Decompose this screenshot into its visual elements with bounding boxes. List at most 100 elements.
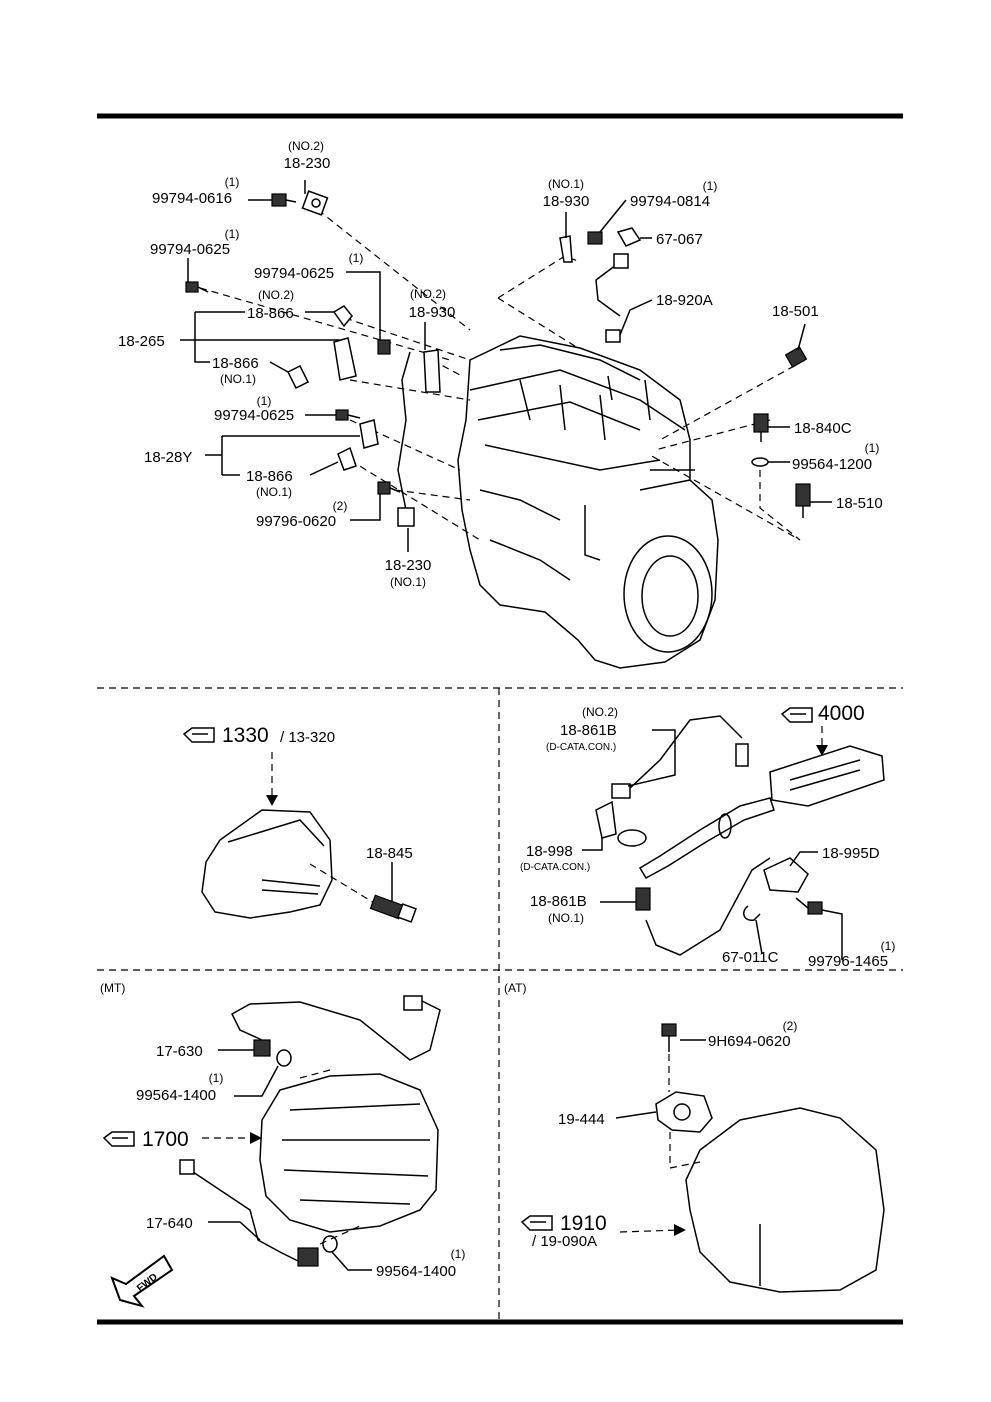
engine-block — [457, 335, 719, 669]
switch-19-444 — [655, 1091, 713, 1133]
engine-solid-leaders — [180, 180, 832, 552]
pointing-hand-icon — [780, 707, 813, 723]
bracket-18-866-no2 — [332, 305, 353, 328]
o2-sensor-no1 — [635, 857, 771, 956]
label-99564-1200: 99564-1200 — [792, 456, 872, 473]
label-18-265: 18-265 — [118, 333, 165, 350]
pointing-hand-icon — [520, 1215, 553, 1231]
label-99796-1465: 99796-1465 — [808, 953, 888, 970]
label-18-930-no1-sub: (NO.1) — [548, 177, 584, 191]
label-18-230-no2: 18-230 — [284, 155, 331, 172]
sensor-18-840C — [753, 413, 769, 442]
exhaust-section: 4000 (NO.2) 18-861B — [520, 702, 895, 970]
bolt-99794-0616 — [271, 193, 297, 207]
sensor-18-845 — [369, 894, 417, 923]
bracket-18-998 — [595, 800, 617, 839]
clip-67-067 — [616, 227, 642, 247]
label-18-866-no1b: 18-866 — [246, 468, 293, 485]
label-99564-1400-b: 99564-1400 — [376, 1263, 456, 1280]
o2-sensor-no2 — [611, 715, 749, 799]
washer-99564-1400-b — [322, 1235, 338, 1253]
pointing-hand-icon — [182, 727, 215, 743]
label-99796-0620: 99796-0620 — [256, 513, 336, 530]
label-18-510: 18-510 — [836, 495, 883, 512]
mt-section: (MT) 1700 17-630 (1) 99564-1400 — [100, 981, 465, 1308]
bolt-99796-0620 — [377, 481, 401, 495]
qty-99564-1400-a: (1) — [209, 1071, 224, 1085]
label-18-861B-no2-sub: (NO.2) — [582, 705, 618, 719]
qty-99794-0616: (1) — [225, 175, 240, 189]
qty-9H694-0620: (2) — [783, 1019, 798, 1033]
washer-99564-1200 — [751, 457, 769, 467]
switch-17-640 — [179, 1159, 319, 1267]
clip-67-011C — [743, 905, 761, 921]
bracket-18-866-no1b — [337, 446, 357, 471]
sensor-18-230-no1 — [397, 351, 415, 527]
mt-title: (MT) — [100, 981, 125, 995]
at-title: (AT) — [504, 981, 526, 995]
qty-99794-0625-mid: (1) — [349, 251, 364, 265]
fwd-arrow-icon: FWD — [110, 1254, 174, 1308]
label-67-011C: 67-011C — [722, 949, 779, 966]
bolt-9H694-0620 — [661, 1023, 677, 1052]
label-18-861B-no2: 18-861B — [560, 722, 617, 739]
bolt-99794-0625-top — [185, 281, 209, 293]
label-17-630: 17-630 — [156, 1043, 203, 1060]
label-18-998: 18-998 — [526, 843, 573, 860]
ref-19-090A: / 19-090A — [532, 1233, 597, 1250]
bolt-99794-0814 — [587, 231, 603, 245]
qty-99796-0620: (2) — [333, 499, 348, 513]
knock-sensor-18-920A — [595, 253, 629, 343]
label-18-930-no1: 18-930 — [543, 193, 590, 210]
label-18-866-no1a: 18-866 — [212, 355, 259, 372]
label-18-861B-no1: 18-861B — [530, 893, 587, 910]
label-18-230-no1-sub: (NO.1) — [390, 575, 426, 589]
label-99564-1400-a: 99564-1400 — [136, 1087, 216, 1104]
at-section: (AT) (2) 9H694-0620 19-444 1910 / 19-090… — [504, 981, 885, 1293]
label-67-067: 67-067 — [656, 231, 703, 248]
ref-1910: 1910 — [560, 1212, 607, 1235]
bracket-18-28Y — [359, 419, 379, 449]
engine-parts — [185, 190, 811, 527]
engine-labels: (NO.2) 18-230 (1) 99794-0616 (1) 99794-0… — [118, 139, 883, 589]
intake-manifold — [201, 809, 333, 919]
engine-leaders — [199, 209, 806, 541]
label-18-501: 18-501 — [772, 303, 819, 320]
ref-13-320: / 13-320 — [280, 729, 335, 746]
label-18-930-no2: 18-930 — [409, 304, 456, 321]
washer-99564-1400-a — [276, 1049, 292, 1067]
bracket-18-265 — [333, 337, 357, 381]
bolt-99794-0625-low — [335, 409, 361, 421]
label-18-866-no2-sub: (NO.2) — [258, 288, 294, 302]
bolt-99794-0625-mid — [377, 339, 391, 355]
bracket-18-930-no2 — [423, 349, 441, 393]
pointing-hand-icon — [102, 1131, 135, 1147]
label-18-230-no1: 18-230 — [385, 557, 432, 574]
exhaust-pipe — [617, 797, 775, 880]
label-99794-0814: 99794-0814 — [630, 193, 710, 210]
sensor-18-501 — [784, 346, 808, 368]
label-99794-0625-low: 99794-0625 — [214, 407, 294, 424]
intake-section: 1330 / 13-320 18-845 — [182, 724, 417, 923]
label-19-444: 19-444 — [558, 1111, 605, 1128]
label-18-930-no2-sub: (NO.2) — [410, 287, 446, 301]
label-18-861B-no1-sub: (NO.1) — [548, 911, 584, 925]
label-18-998-note: (D-CATA.CON.) — [520, 862, 590, 873]
label-18-230-no2-sub: (NO.2) — [288, 139, 324, 153]
at-transmission — [685, 1107, 885, 1293]
switch-17-630 — [231, 995, 441, 1061]
label-18-28Y: 18-28Y — [144, 449, 192, 466]
sensor-18-230-no2 — [301, 190, 329, 216]
sensor-18-510 — [795, 483, 811, 518]
label-99794-0616: 99794-0616 — [152, 190, 232, 207]
ref-1700: 1700 — [142, 1128, 189, 1151]
label-18-861B-no2-note: (D-CATA.CON.) — [546, 742, 616, 753]
qty-99794-0625-top: (1) — [225, 227, 240, 241]
label-9H694-0620: 9H694-0620 — [708, 1033, 791, 1050]
qty-99794-0814: (1) — [703, 179, 718, 193]
label-18-866-no1b-sub: (NO.1) — [256, 485, 292, 499]
label-99794-0625-top: 99794-0625 — [150, 241, 230, 258]
bolt-99796-1465 — [795, 897, 823, 915]
label-18-840C: 18-840C — [794, 420, 852, 437]
